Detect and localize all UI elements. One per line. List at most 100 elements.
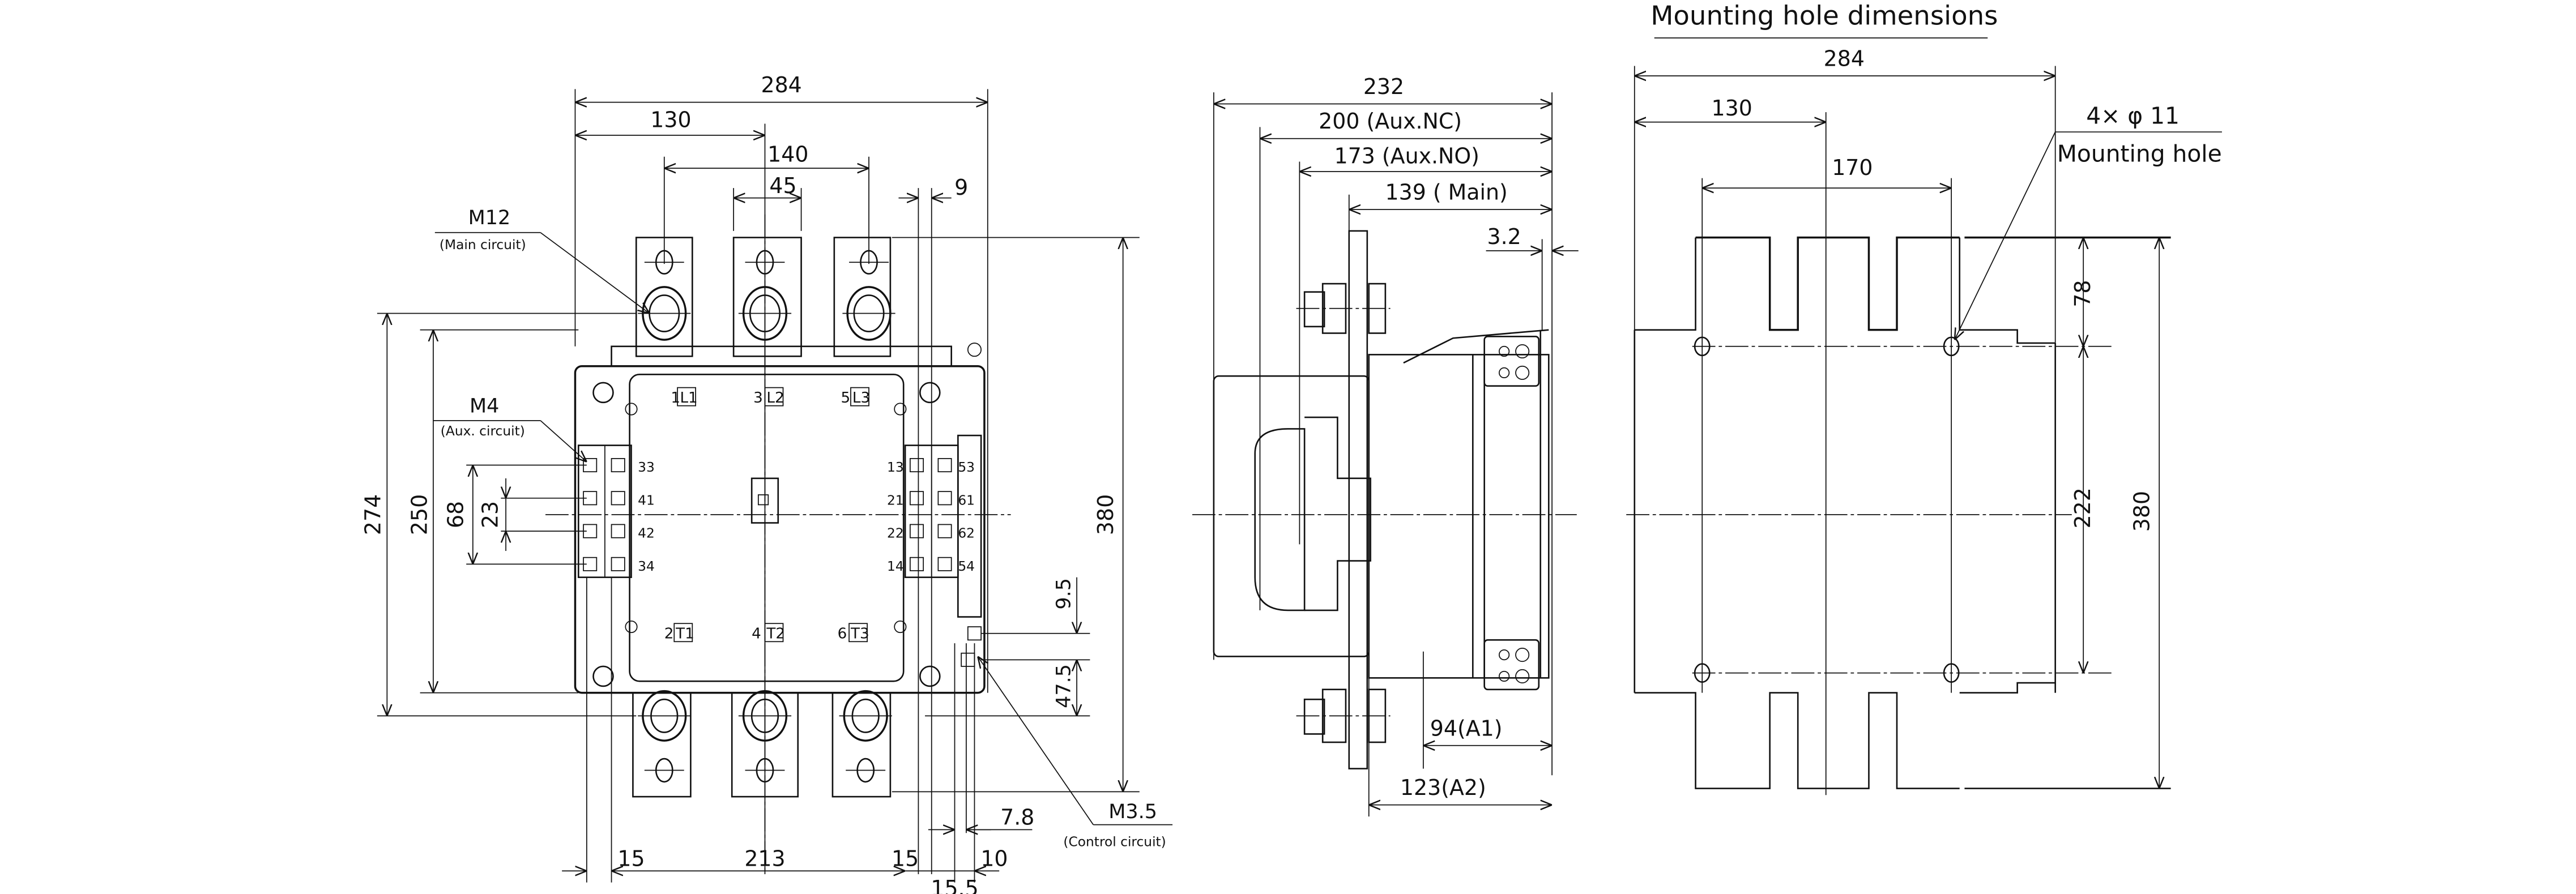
front-view: 284 130 140 45 9 M12 (361, 72, 1173, 894)
dim-aux-span-68: 68 (443, 464, 587, 565)
aux-13: 13 (887, 460, 904, 475)
terminal-T2-bar (731, 690, 799, 798)
aux-61: 61 (958, 493, 975, 508)
dim-overall-width: 284 (574, 72, 988, 693)
dim-15-right-label: 15 (892, 846, 919, 871)
dim-173-aux-no-label: 173 (Aux.NO) (1334, 143, 1479, 168)
upper-stud (1296, 283, 1391, 334)
side-view: 232 200 (Aux.NC) 173 (Aux.NO) 139 ( Main… (1192, 74, 1579, 817)
dim-9-label: 9 (954, 175, 968, 200)
terminal-L3-bar (833, 237, 895, 357)
L1-num: 1 (671, 390, 680, 407)
dim-232-label: 232 (1363, 74, 1404, 99)
dim-mount-380: 380 (2130, 237, 2159, 789)
dim-139-main-label: 139 ( Main) (1385, 180, 1508, 205)
terminal-T3-bar (831, 690, 892, 798)
dim-123-a2-label: 123(A2) (1400, 775, 1486, 800)
load-terminal-labels: 2 T1 4 T2 6 T3 (664, 623, 869, 642)
dim-213-label: 213 (744, 846, 785, 871)
mounting-hole-tl (1694, 336, 1711, 357)
upper-line-terminals (635, 237, 895, 357)
dim-height-274: 274 (361, 313, 637, 717)
callout-mounting-hole: 4× φ 11 Mounting hole (1955, 102, 2222, 340)
mounting-hole-br (1943, 663, 1960, 683)
aux-screws-right (909, 458, 952, 571)
dim-left-to-center: 130 (575, 107, 766, 875)
side-body (1192, 230, 1577, 769)
dim-130-label: 130 (650, 107, 691, 132)
T3-num: 6 (838, 625, 847, 642)
aux-block-left: 33 41 42 34 (577, 444, 655, 578)
dim-mount-130: 130 (1634, 96, 1827, 795)
dim-aux-pitch-23: 23 (478, 478, 587, 551)
dim-mount-284: 284 (1634, 46, 2056, 693)
T1-code: T1 (675, 625, 694, 642)
dim-height-250: 250 (407, 329, 579, 694)
ctrl-desc-label: (Control circuit) (1063, 835, 1166, 850)
dim-ctrl-47-5: 47.5 (925, 660, 1090, 717)
hole-desc-label: Mounting hole (2057, 140, 2222, 168)
aux-33: 33 (638, 460, 655, 475)
dim-380-label: 380 (1093, 494, 1118, 535)
L2-code: L2 (766, 390, 784, 407)
aux-53: 53 (958, 460, 975, 475)
L3-code: L3 (852, 390, 870, 407)
dim-200-aux-nc-label: 200 (Aux.NC) (1319, 109, 1462, 134)
ctrl-thread-label: M3.5 (1108, 801, 1157, 823)
mount-284-label: 284 (1824, 46, 1865, 71)
dim-ctrl-9-5: 9.5 (981, 577, 1090, 661)
dim-274-label: 274 (361, 494, 386, 535)
line-terminal-labels: 1 L1 3 L2 5 L3 (671, 387, 870, 407)
dim-250-label: 250 (407, 494, 432, 535)
mounting-hole-view: Mounting hole dimensions 284 130 170 (1626, 1, 2222, 795)
dim-aux-no: 173 (Aux.NO) (1299, 143, 1553, 545)
aux-41: 41 (638, 493, 655, 508)
aux-21: 21 (887, 493, 904, 508)
dim-15-left-label: 15 (617, 846, 645, 871)
dim-outer-terminals: 140 (663, 142, 869, 264)
dim-10-label: 10 (980, 846, 1008, 871)
dim-140-label: 140 (767, 142, 808, 167)
callout-control-circuit: M3.5 (Control circuit) (978, 656, 1173, 850)
L2-num: 3 (753, 390, 763, 407)
aux-42: 42 (638, 526, 655, 541)
terminal-L1-bar (635, 237, 693, 357)
dim-a1: 94(A1) (1423, 651, 1553, 769)
mount-170-label: 170 (1832, 155, 1873, 180)
dim-47-5-label: 47.5 (1052, 664, 1075, 708)
aux-34: 34 (638, 559, 655, 574)
aux-thread-label: M4 (470, 395, 499, 417)
main-thread-label: M12 (468, 207, 511, 229)
hole-spec-label: 4× φ 11 (2086, 102, 2180, 129)
dim-main: 139 ( Main) (1348, 180, 1553, 231)
T2-code: T2 (766, 625, 785, 642)
mount-130-label: 130 (1712, 96, 1752, 121)
T2-num: 4 (752, 625, 761, 642)
aux-14: 14 (887, 559, 904, 574)
dim-terminal-width: 45 (733, 173, 802, 231)
mounting-holes (1694, 336, 1960, 683)
dim-plate-3-2: 3.2 (1486, 224, 1579, 330)
mount-78-label: 78 (2070, 280, 2095, 307)
mounting-outline (1626, 236, 2171, 789)
callout-aux-circuit: M4 (Aux. circuit) (433, 395, 587, 461)
terminal-L2-bar (732, 237, 802, 357)
dim-mount-222: 222 (2070, 346, 2095, 673)
dim-284-label: 284 (761, 72, 801, 97)
T1-num: 2 (664, 625, 674, 642)
L1-code: L1 (680, 390, 697, 407)
main-desc-label: (Main circuit) (440, 237, 526, 253)
mount-380-label: 380 (2130, 491, 2155, 532)
mount-222-label: 222 (2070, 487, 2095, 528)
T3-code: T3 (850, 625, 869, 642)
mounting-hole-bl (1694, 663, 1711, 683)
aux-22: 22 (887, 526, 904, 541)
aux-block-right: 13 21 22 14 53 61 62 54 (887, 343, 982, 667)
dim-height-380: 380 (892, 237, 1140, 793)
aux-desc-label: (Aux. circuit) (441, 424, 525, 439)
mounting-title: Mounting hole dimensions (1650, 1, 1998, 31)
L3-num: 5 (841, 390, 850, 407)
dim-7-8-label: 7.8 (1000, 805, 1034, 830)
lower-load-terminals (632, 690, 892, 798)
